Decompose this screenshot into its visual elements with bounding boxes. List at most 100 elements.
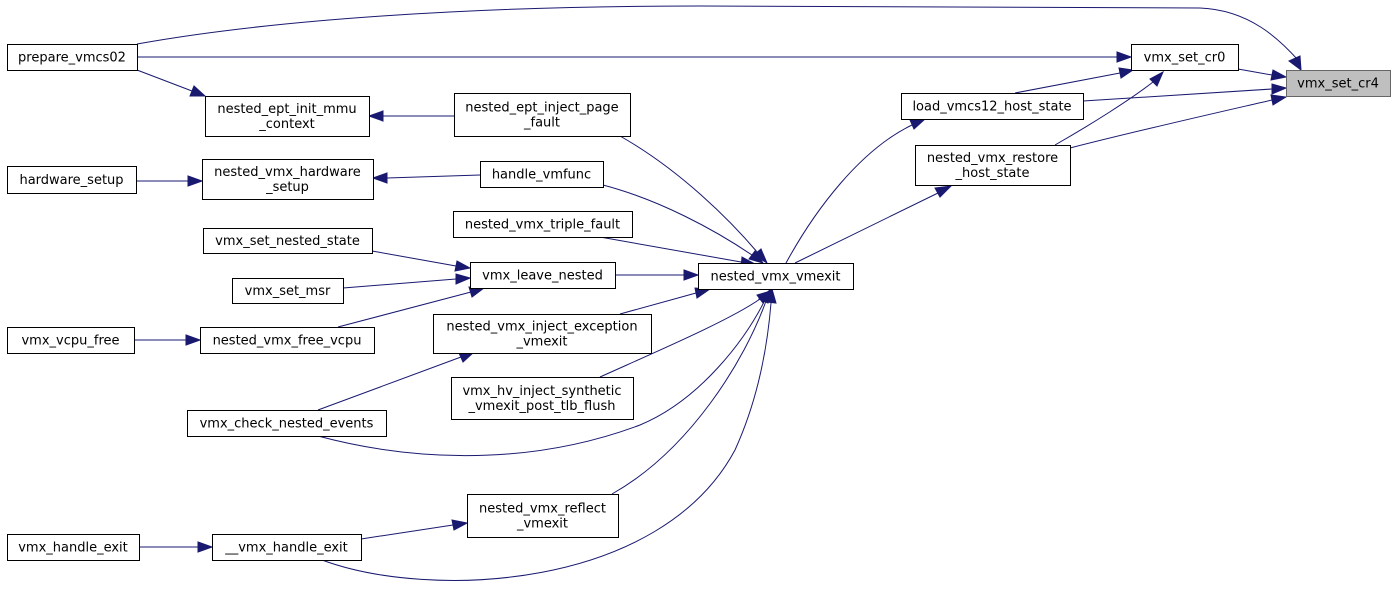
node-vmx_set_msr[interactable]: vmx_set_msr xyxy=(232,278,344,304)
node-label: __vmx_handle_exit xyxy=(224,541,348,556)
node-box xyxy=(7,534,140,561)
edge-nested_vmx_inject_exception_vmexit-to-nested_vmx_vmexit xyxy=(619,287,712,315)
node-label: _vmexit xyxy=(516,517,568,532)
nodes-layer: vmx_set_cr4 prepare_vmcs02 vmx_set_cr0load… xyxy=(7,44,1391,561)
node-load_vmcs12_host_state[interactable]: load_vmcs12_host_state xyxy=(901,93,1084,120)
arrowhead-icon xyxy=(765,287,777,304)
edge-nested_vmx_restore_host_state-to-vmx_set_cr4 xyxy=(1069,94,1288,149)
edge-line xyxy=(785,124,913,264)
edge-line xyxy=(794,192,939,264)
arrowhead-icon xyxy=(1270,69,1288,81)
edge-vmx_leave_nested-to-nested_vmx_vmexit xyxy=(615,269,700,281)
edge-line xyxy=(602,184,753,256)
arrowhead-icon xyxy=(1149,70,1165,87)
node-label: vmx_check_nested_events xyxy=(200,417,374,432)
arrowhead-icon xyxy=(1270,94,1288,106)
node-vmx_vcpu_free[interactable]: vmx_vcpu_free xyxy=(7,327,135,354)
arrowhead-icon xyxy=(197,541,214,553)
arrowhead-icon xyxy=(1116,51,1133,63)
node-label: nested_ept_inject_page xyxy=(465,101,618,116)
node-label: vmx_set_cr4 xyxy=(1297,77,1379,92)
edge-__vmx_handle_exit-to-nested_vmx_vmexit xyxy=(321,287,777,581)
arrowhead-icon xyxy=(189,85,207,97)
node-nested_vmx_triple_fault[interactable]: nested_vmx_triple_fault xyxy=(453,211,633,238)
arrowhead-icon xyxy=(371,172,388,184)
node-box xyxy=(1131,44,1239,71)
node-label: _context xyxy=(258,117,315,132)
node-nested_ept_init_mmu_context[interactable]: nested_ept_init_mmu_context xyxy=(205,96,370,137)
node-box xyxy=(232,278,344,304)
node-label: prepare_vmcs02 xyxy=(18,51,126,66)
node-label: nested_vmx_inject_exception xyxy=(446,320,637,335)
arrowhead-icon xyxy=(1288,55,1302,72)
node-nested_vmx_inject_exception_vmexit[interactable]: nested_vmx_inject_exception_vmexit xyxy=(433,314,652,354)
arrowhead-icon xyxy=(455,273,472,285)
edge-line xyxy=(1082,88,1273,102)
arrowhead-icon xyxy=(185,334,202,346)
node-box xyxy=(202,159,374,200)
edge-line xyxy=(360,524,454,540)
node-box xyxy=(467,494,619,538)
edge-line xyxy=(611,300,767,495)
edge-nested_vmx_vmexit-to-load_vmcs12_host_state xyxy=(785,118,927,264)
node-box xyxy=(454,93,631,137)
node-vmx_handle_exit[interactable]: vmx_handle_exit xyxy=(7,534,140,561)
node-box xyxy=(433,314,652,354)
node-box xyxy=(7,166,137,194)
node-box xyxy=(7,327,135,354)
node-label: nested_vmx_triple_fault xyxy=(465,218,620,233)
node-box xyxy=(470,262,616,289)
node-prepare_vmcs02[interactable]: prepare_vmcs02 xyxy=(7,44,138,71)
edge-vmx_check_nested_events-to-nested_vmx_inject_exception_vmexit xyxy=(317,351,476,411)
edge-line xyxy=(386,174,481,179)
node-label: nested_vmx_free_vcpu xyxy=(213,334,362,349)
edge-line xyxy=(136,5,1299,61)
node-label: vmx_vcpu_free xyxy=(21,334,119,349)
edge-vmx_set_msr-to-vmx_leave_nested xyxy=(342,273,472,289)
node-label: nested_vmx_reflect xyxy=(479,502,606,517)
node-label: handle_vmfunc xyxy=(492,168,591,183)
node-box xyxy=(698,263,854,290)
arrowhead-icon xyxy=(748,250,765,264)
node-box xyxy=(205,96,370,137)
node-vmx_set_cr4[interactable]: vmx_set_cr4 xyxy=(1286,70,1391,97)
edge-vmx_set_cr0-to-vmx_set_cr4 xyxy=(1237,68,1288,81)
node-vmx_check_nested_events[interactable]: vmx_check_nested_events xyxy=(187,410,387,437)
edge-load_vmcs12_host_state-to-vmx_set_cr4 xyxy=(1082,83,1288,102)
node-box xyxy=(212,534,362,561)
node-label: nested_vmx_vmexit xyxy=(711,270,841,285)
node-box xyxy=(1286,70,1391,97)
node-label: _host_state xyxy=(955,166,1030,181)
node-nested_vmx_hardware_setup[interactable]: nested_vmx_hardware_setup xyxy=(202,159,374,200)
edge-__vmx_handle_exit-to-nested_vmx_reflect_vmexit xyxy=(360,519,469,540)
node-label: load_vmcs12_host_state xyxy=(912,100,1071,115)
edge-prepare_vmcs02-to-vmx_set_cr4 xyxy=(136,5,1302,72)
node-nested_vmx_free_vcpu[interactable]: nested_vmx_free_vcpu xyxy=(200,327,375,354)
node-nested_vmx_reflect_vmexit[interactable]: nested_vmx_reflect_vmexit xyxy=(467,494,619,538)
edge-prepare_vmcs02-to-vmx_set_cr0 xyxy=(137,51,1133,63)
edge-line xyxy=(1237,68,1273,76)
node-label: hardware_setup xyxy=(19,173,123,188)
edges-layer xyxy=(134,5,1302,581)
node-label: vmx_set_cr0 xyxy=(1144,51,1226,66)
node-box xyxy=(187,410,387,437)
node-nested_ept_inject_page_fault[interactable]: nested_ept_inject_page_fault xyxy=(454,93,631,137)
node-nested_vmx_restore_host_state[interactable]: nested_vmx_restore_host_state xyxy=(915,145,1071,186)
node-vmx_hv_inject_synthetic_vmexit_post_tlb_flush[interactable]: vmx_hv_inject_synthetic_vmexit_post_tlb_… xyxy=(451,377,634,420)
node-handle_vmfunc[interactable]: handle_vmfunc xyxy=(480,161,604,188)
node-label: nested_vmx_restore xyxy=(927,151,1058,166)
node-box xyxy=(200,327,375,354)
node-label: vmx_set_nested_state xyxy=(215,234,360,249)
edge-nested_ept_inject_page_fault-to-nested_ept_init_mmu_context xyxy=(367,110,454,122)
node-hardware_setup[interactable]: hardware_setup xyxy=(7,166,137,194)
node-vmx_leave_nested[interactable]: vmx_leave_nested xyxy=(470,262,616,289)
edge-vmx_set_nested_state-to-vmx_leave_nested xyxy=(371,250,472,272)
node-nested_vmx_vmexit[interactable]: nested_vmx_vmexit xyxy=(698,263,854,290)
edge-handle_vmfunc-to-nested_vmx_vmexit xyxy=(602,184,765,264)
node-box xyxy=(203,228,373,254)
node-vmx_set_nested_state[interactable]: vmx_set_nested_state xyxy=(203,228,373,254)
node-__vmx_handle_exit[interactable]: __vmx_handle_exit xyxy=(212,534,362,561)
node-vmx_set_cr0[interactable]: vmx_set_cr0 xyxy=(1131,44,1239,71)
edge-line xyxy=(317,299,766,457)
